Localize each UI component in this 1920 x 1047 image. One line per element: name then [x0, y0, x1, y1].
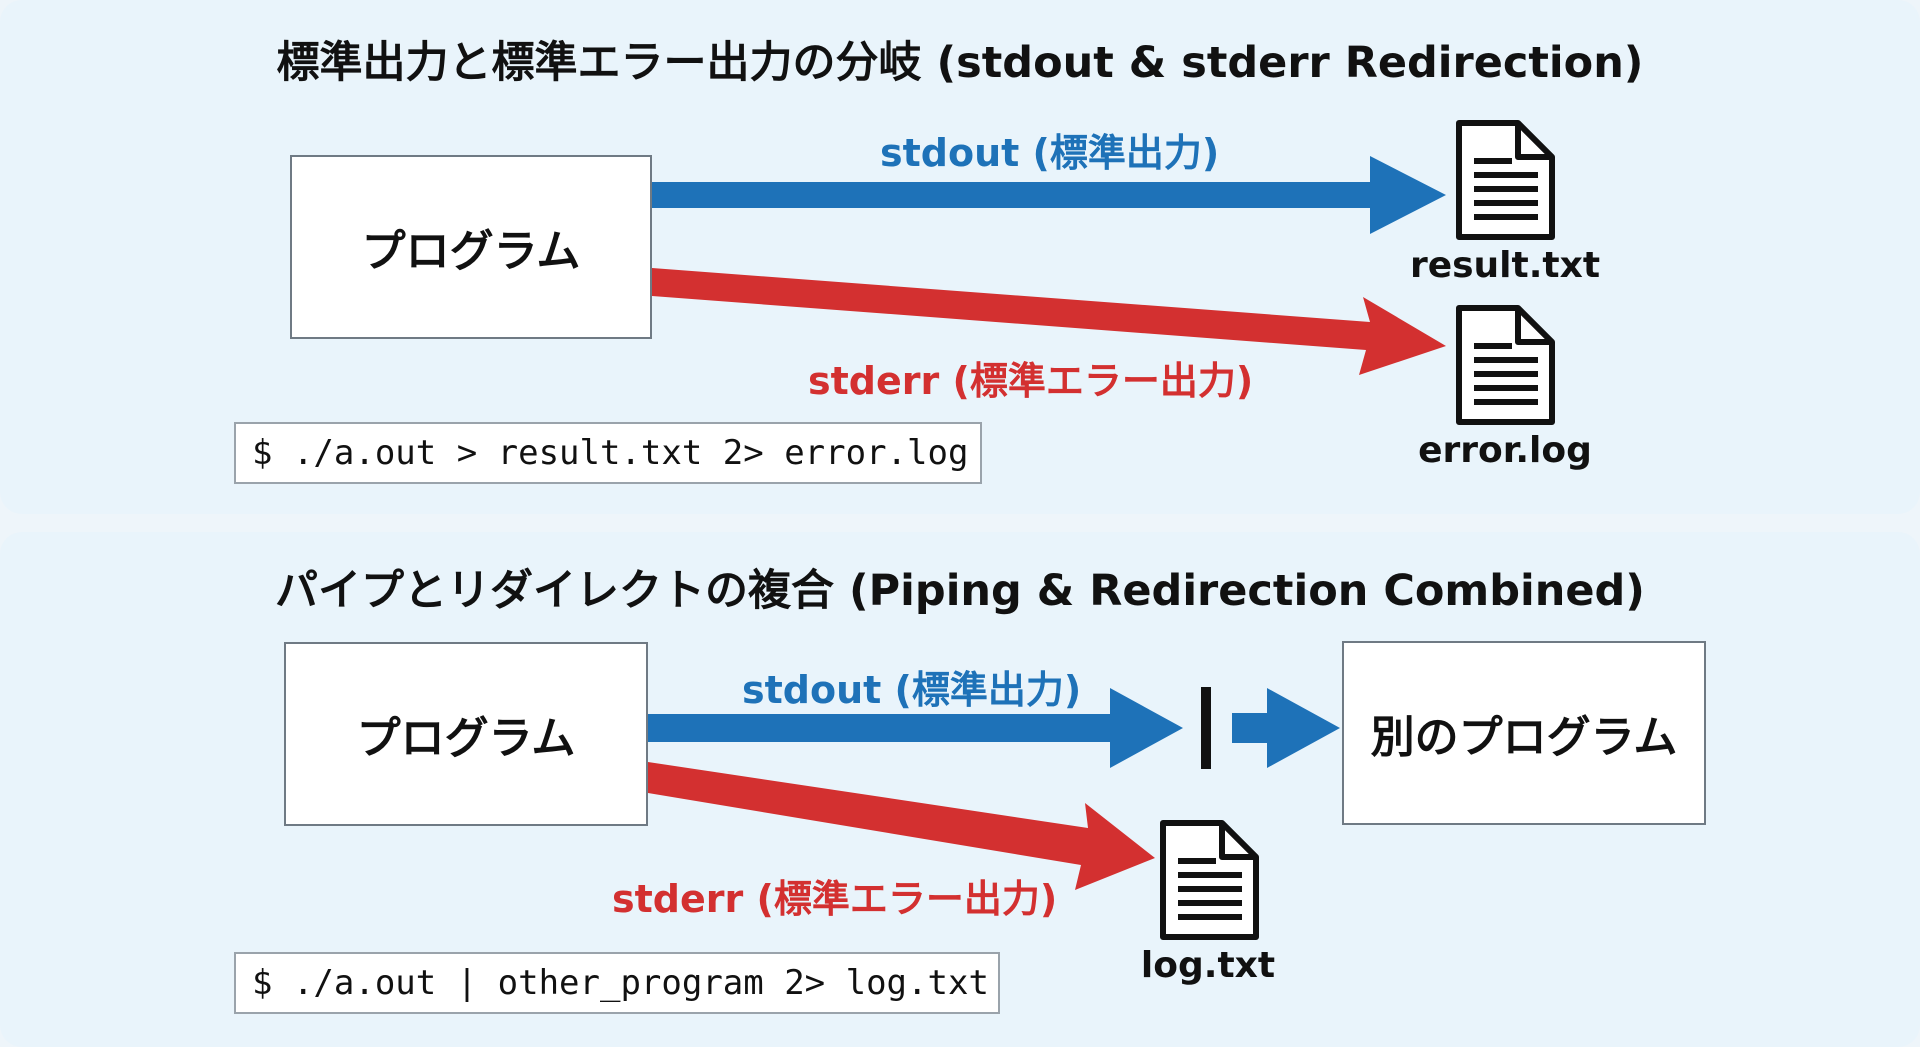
stdout-arrow [648, 688, 1183, 768]
document-icon [1459, 123, 1552, 237]
pipe-title: パイプとリダイレクトの複合 (Piping & Redirection Comb… [275, 566, 1645, 616]
result-file-label: result.txt [1409, 245, 1601, 286]
stdout-label: stdout (標準出力) [742, 668, 1082, 712]
pipe-output-arrow [1232, 688, 1340, 768]
stderr-label: stderr (標準エラー出力) [612, 877, 1058, 921]
stderr-arrow [648, 762, 1155, 890]
document-icon [1459, 308, 1552, 422]
program-box: プログラム [284, 642, 648, 826]
document-icon [1163, 823, 1256, 937]
error-file-label: error.log [1418, 430, 1592, 471]
stdout-arrow [652, 156, 1446, 234]
command-box: $ ./a.out | other_program 2> log.txt [234, 952, 1000, 1014]
stdout-label: stdout (標準出力) [880, 131, 1220, 175]
command-box: $ ./a.out > result.txt 2> error.log [234, 422, 982, 484]
log-file-label: log.txt [1140, 945, 1276, 986]
program-box: プログラム [290, 155, 652, 339]
stderr-label: stderr (標準エラー出力) [808, 359, 1254, 403]
other-program-box: 別のプログラム [1342, 641, 1706, 825]
stderr-arrow [652, 268, 1446, 375]
redirection-title: 標準出力と標準エラー出力の分岐 (stdout & stderr Redirec… [276, 38, 1644, 88]
pipe-icon [1201, 687, 1211, 769]
